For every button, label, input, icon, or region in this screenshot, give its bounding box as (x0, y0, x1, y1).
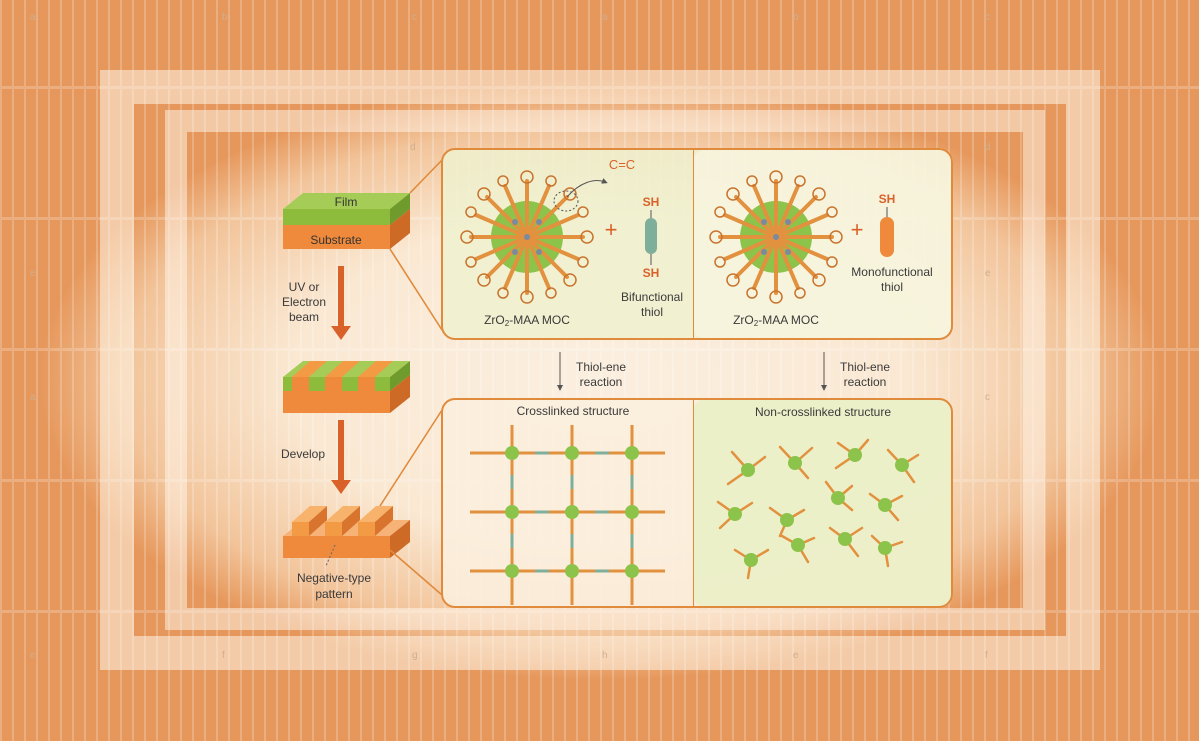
exposure-label-line3: beam (288, 310, 320, 324)
negative-pattern-label-line1: Negative-type (296, 571, 372, 585)
background-vignette-frame (100, 70, 1100, 670)
monofunctional-thiol-label-line2: thiol (880, 280, 903, 294)
thiol-sh-top: SH (642, 195, 660, 209)
monofunctional-thiol (880, 207, 894, 257)
exposure-label-line2: Electron (281, 295, 327, 309)
process-arrow (331, 266, 351, 340)
bg-letter: d (985, 142, 991, 153)
reaction-label-left-line2: reaction (579, 375, 623, 389)
reaction-label-left-line1: Thiol-ene (575, 360, 627, 374)
panel-divider (693, 399, 694, 607)
zro2-maa-cluster-left (460, 170, 608, 304)
exposure-label-line1: UV or (288, 280, 320, 294)
bg-letter: f (985, 650, 988, 661)
bg-letter: b (222, 12, 228, 23)
thiol-sh: SH (878, 192, 896, 206)
non-crosslinked-network (716, 438, 920, 580)
negative-pattern-block (283, 506, 410, 567)
monofunctional-thiol-label-line1: Monofunctional (851, 265, 933, 279)
develop-label: Develop (280, 447, 326, 461)
substrate-label: Substrate (310, 233, 362, 247)
process-arrow (331, 420, 351, 494)
exposed-film-block (283, 361, 410, 413)
bg-letter: c (985, 12, 990, 23)
plus-sign: + (850, 217, 864, 242)
zro2-maa-cluster-right (709, 170, 843, 304)
crosslinked-title: Crosslinked structure (516, 404, 630, 418)
bg-letter: e (30, 268, 36, 279)
plus-sign: + (604, 217, 618, 242)
bg-letter: d (410, 142, 416, 153)
alkene-label: C=C (608, 157, 636, 172)
bg-letter: a (30, 392, 36, 403)
film-label: Film (334, 195, 358, 209)
bg-letter: a (30, 12, 36, 23)
bg-letter: c (412, 12, 417, 23)
moc-label-left: ZrO2-MAA MOC (484, 313, 570, 328)
reactants-panel (441, 148, 953, 340)
crosslinked-network (470, 425, 665, 605)
bifunctional-thiol-label-line2: thiol (640, 305, 663, 319)
bifunctional-thiol-label-line1: Bifunctional (620, 290, 684, 304)
bifunctional-thiol (645, 210, 657, 265)
reaction-label-right-line2: reaction (843, 375, 887, 389)
thiol-sh-bottom: SH (642, 266, 660, 280)
reaction-label-right-line1: Thiol-ene (839, 360, 891, 374)
bg-letter: h (602, 650, 608, 661)
reaction-arrows (557, 352, 827, 391)
non-crosslinked-title: Non-crosslinked structure (754, 405, 892, 419)
negative-pattern-label-line2: pattern (315, 587, 353, 601)
bg-letter: e (30, 650, 36, 661)
film-substrate-block (283, 193, 410, 249)
bg-letter: c (985, 392, 990, 403)
background-vignette-inner (165, 110, 1045, 630)
bg-letter: e (985, 268, 991, 279)
bg-letter: a (602, 12, 608, 23)
structures-panel (441, 398, 953, 608)
zoom-lines (379, 159, 443, 596)
moc-label-right: ZrO2-MAA MOC (733, 313, 819, 328)
bg-letter: e (793, 650, 799, 661)
panel-divider (693, 149, 694, 339)
bg-letter: b (793, 12, 799, 23)
bg-letter: f (222, 650, 225, 661)
bg-letter: g (412, 650, 418, 661)
